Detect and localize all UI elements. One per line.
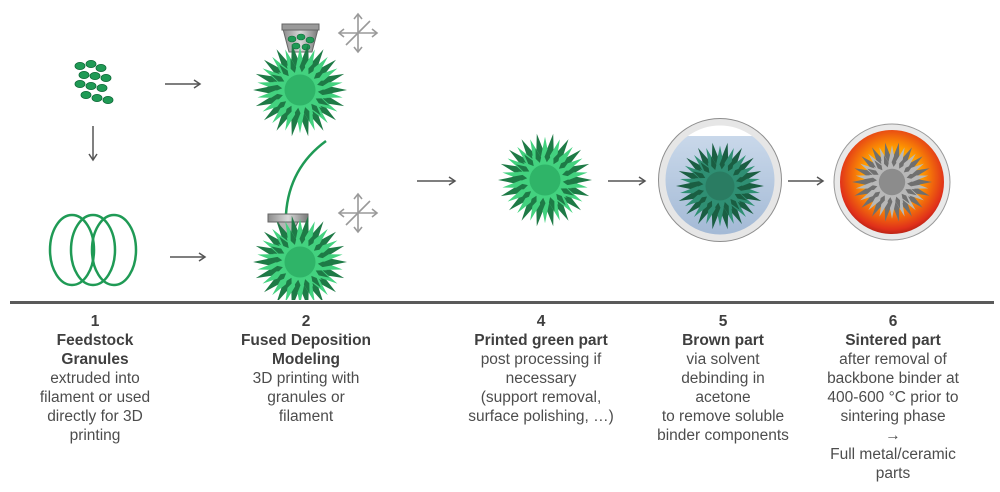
step-number: 2: [301, 313, 311, 330]
step-4: 4 Printed green part post processing if …: [452, 312, 630, 426]
arrow-icon: [788, 176, 825, 186]
step-title: Brown part: [682, 332, 764, 349]
step-description: 3D printing with granules or filament: [252, 370, 360, 425]
arrow-icon: [608, 176, 647, 186]
step-number: 1: [90, 313, 100, 330]
granules-icon: [74, 60, 114, 105]
solvent-bath-icon: [658, 118, 782, 242]
step-description: after removal of backbone binder at 400-…: [827, 351, 959, 482]
move-axes-icon: [337, 192, 379, 234]
move-axes-icon: [337, 12, 379, 54]
step-description: extruded into filament or used directly …: [39, 370, 151, 444]
step-title: Feedstock Granules: [56, 332, 134, 368]
step-number: 4: [536, 313, 546, 330]
step-1: 1 Feedstock Granules extruded into filam…: [32, 312, 158, 445]
step-5: 5 Brown part via solvent debinding in ac…: [638, 312, 808, 445]
granule-hopper-icon: [281, 23, 320, 53]
step-number: 6: [888, 313, 898, 330]
filament-feed-icon: [284, 139, 327, 215]
step-description: post processing if necessary (support re…: [468, 351, 614, 425]
process-diagram: [48, 12, 951, 300]
filament-coil-icon: [48, 213, 138, 287]
step-title: Sintered part: [845, 332, 941, 349]
step-title: Fused Deposition Modeling: [240, 332, 372, 368]
timeline-baseline: [10, 301, 994, 304]
arrow-icon: [417, 176, 457, 186]
arrow-icon: [165, 79, 202, 89]
brown-part-icon: [676, 142, 764, 230]
step-number: 5: [718, 313, 728, 330]
green-part-icon: [253, 215, 347, 300]
green-part-icon: [253, 43, 347, 137]
arrow-icon: [170, 252, 207, 262]
step-title: Printed green part: [474, 332, 608, 349]
green-part-icon: [498, 133, 592, 227]
step-description: via solvent debinding in acetone to remo…: [657, 351, 789, 444]
step-2: 2 Fused Deposition Modeling 3D printing …: [225, 312, 387, 426]
gray-part-icon: [852, 142, 932, 222]
sintered-part-icon: [833, 123, 951, 241]
step-6: 6 Sintered part after removal of backbon…: [808, 312, 978, 483]
arrow-down-icon: [88, 126, 98, 162]
